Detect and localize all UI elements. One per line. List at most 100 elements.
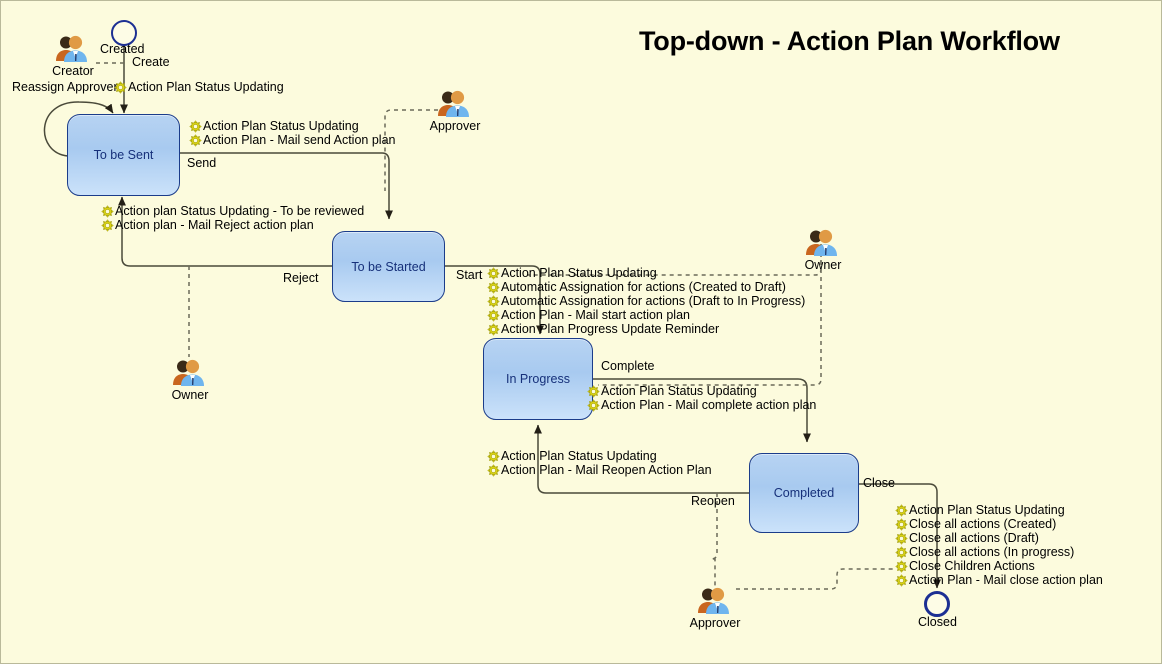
action-item: Action plan Status Updating - To be revi…	[101, 204, 364, 218]
action-item-label: Close all actions (In progress)	[909, 544, 1075, 559]
state-to-be-sent[interactable]: To be Sent	[67, 114, 180, 196]
action-item: Action Plan Status Updating	[487, 266, 805, 280]
initial-state-label: Created	[100, 42, 145, 56]
action-item: Close all actions (In progress)	[895, 545, 1103, 559]
action-item-label: Action Plan Status Updating	[501, 265, 657, 280]
actor-label: Creator	[52, 64, 94, 78]
action-item-label: Action Plan - Mail Reopen Action Plan	[501, 462, 712, 477]
gear-icon	[114, 80, 127, 94]
gear-icon	[895, 503, 908, 517]
assoc-approver-send	[384, 109, 438, 191]
action-item: Action Plan - Mail Reopen Action Plan	[487, 463, 712, 477]
gear-icon	[895, 517, 908, 531]
actor-approver-top[interactable]: Approver	[430, 89, 480, 133]
actor-label: Approver	[689, 616, 741, 630]
edge-reassign-approver	[43, 101, 114, 157]
gear-icon	[101, 218, 114, 232]
final-state-icon	[924, 591, 950, 617]
state-to-be-started[interactable]: To be Started	[332, 231, 445, 302]
edge-close	[859, 483, 941, 589]
action-item: Action Plan Status Updating	[895, 503, 1103, 517]
transition-label-complete: Complete	[601, 359, 655, 373]
gear-icon	[895, 531, 908, 545]
state-completed[interactable]: Completed	[749, 453, 859, 533]
edge-send	[180, 152, 393, 220]
action-item-label: Action Plan Status Updating	[128, 79, 284, 94]
action-item-label: Action plan - Mail Reject action plan	[115, 217, 314, 232]
actor-group-icon	[438, 90, 469, 117]
initial-state-icon	[111, 20, 137, 46]
action-item-label: Action Plan - Mail start action plan	[501, 307, 690, 322]
transition-label-start: Start	[456, 268, 483, 282]
action-item-label: Close all actions (Draft)	[909, 530, 1039, 545]
actor-creator[interactable]: Creator	[52, 34, 94, 78]
edge-reject	[118, 196, 332, 267]
state-label: In Progress	[506, 372, 570, 386]
action-item-label: Action Plan - Mail close action plan	[909, 572, 1103, 587]
action-item-label: Action Plan Progress Update Reminder	[501, 321, 720, 336]
action-list-reject: Action plan Status Updating - To be revi…	[101, 204, 364, 232]
transition-label-send: Send	[187, 156, 217, 170]
gear-icon	[587, 384, 600, 398]
action-item: Close Children Actions	[895, 559, 1103, 573]
action-item: Action Plan - Mail start action plan	[487, 308, 805, 322]
transition-label-close: Close	[863, 476, 895, 490]
actor-label: Owner	[171, 388, 209, 402]
gear-icon	[487, 463, 500, 477]
action-item: Action Plan Status Updating	[587, 384, 816, 398]
gear-icon	[487, 280, 500, 294]
state-label: To be Sent	[93, 148, 154, 162]
actor-owner-right[interactable]: Owner	[803, 228, 843, 272]
action-item-label: Automatic Assignation for actions (Creat…	[501, 279, 786, 294]
action-item-label: Action plan Status Updating - To be revi…	[115, 203, 365, 218]
actor-group-icon	[56, 35, 87, 62]
assoc-owner-complete	[598, 253, 822, 386]
edge-reopen	[534, 424, 749, 494]
transition-label-reopen: Reopen	[691, 494, 735, 508]
gear-icon	[487, 294, 500, 308]
action-item-label: Close Children Actions	[909, 558, 1035, 573]
gear-icon	[895, 559, 908, 573]
transition-label-reassign-approver: Reassign Approver	[12, 80, 118, 94]
action-list-create: Action Plan Status Updating	[114, 80, 284, 94]
diagram-title: Top-down - Action Plan Workflow	[639, 26, 1060, 56]
gear-icon	[189, 119, 202, 133]
gear-icon	[895, 545, 908, 559]
action-item: Automatic Assignation for actions (Creat…	[487, 280, 805, 294]
actor-label: Approver	[429, 119, 481, 133]
gear-icon	[487, 322, 500, 336]
transition-label-reject: Reject	[283, 271, 319, 285]
action-item-label: Action Plan Status Updating	[203, 118, 359, 133]
transition-label-create: Create	[132, 55, 170, 69]
actor-group-icon	[806, 229, 837, 256]
gear-icon	[487, 308, 500, 322]
action-item-label: Action Plan Status Updating	[601, 383, 757, 398]
action-item-label: Action Plan - Mail send Action plan	[203, 132, 396, 147]
gear-icon	[487, 449, 500, 463]
action-item-label: Close all actions (Created)	[909, 516, 1057, 531]
gear-icon	[895, 573, 908, 587]
final-state-label: Closed	[918, 615, 957, 629]
actor-label: Owner	[804, 258, 842, 272]
gear-icon	[487, 266, 500, 280]
actor-approver-bottom[interactable]: Approver	[690, 586, 740, 630]
action-item: Action Plan - Mail complete action plan	[587, 398, 816, 412]
action-item: Action Plan - Mail send Action plan	[189, 133, 395, 147]
action-item-label: Action Plan Status Updating	[909, 502, 1065, 517]
action-item: Close all actions (Created)	[895, 517, 1103, 531]
assoc-approver-reopen	[710, 493, 718, 591]
edge-complete	[593, 378, 811, 443]
action-item-label: Automatic Assignation for actions (Draft…	[501, 293, 806, 308]
action-item-label: Action Plan Status Updating	[501, 448, 657, 463]
state-in-progress[interactable]: In Progress	[483, 338, 593, 420]
action-item: Close all actions (Draft)	[895, 531, 1103, 545]
actor-owner-left[interactable]: Owner	[170, 358, 210, 402]
state-label: To be Started	[351, 259, 426, 274]
actor-group-icon	[173, 359, 204, 386]
state-label: Completed	[773, 486, 835, 500]
action-item-label: Action Plan - Mail complete action plan	[601, 397, 817, 412]
action-item: Action Plan Status Updating	[114, 80, 284, 94]
